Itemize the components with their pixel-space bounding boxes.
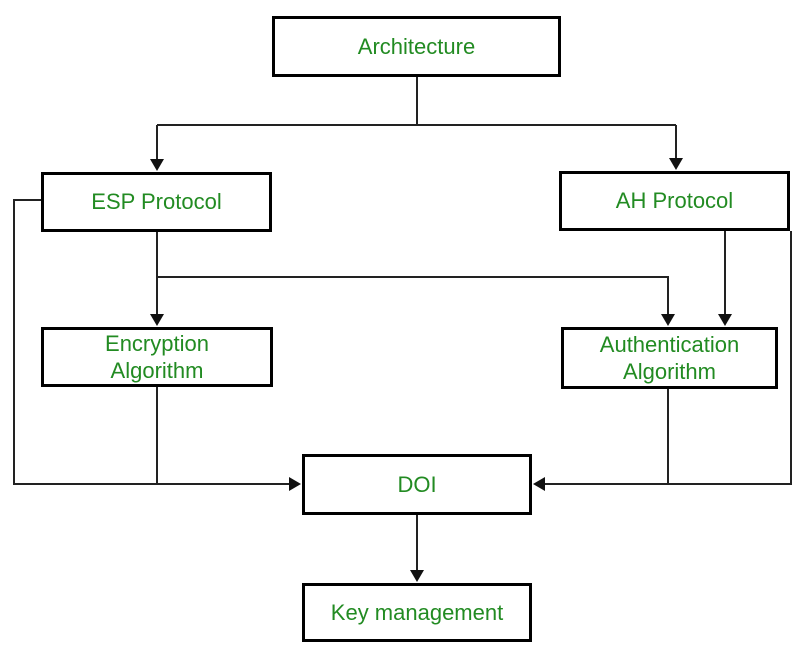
node-esp-protocol-label: ESP Protocol — [91, 189, 222, 215]
edge-esp-doi — [13, 199, 301, 491]
edge-esp-authentication — [157, 276, 675, 326]
edge-architecture-esp — [150, 125, 164, 171]
node-ah-protocol: AH Protocol — [559, 171, 790, 231]
node-encryption-algorithm-label: Encryption Algorithm — [105, 330, 209, 384]
node-encryption-algorithm: Encryption Algorithm — [41, 327, 273, 387]
node-authentication-algorithm: Authentication Algorithm — [561, 327, 778, 389]
node-architecture: Architecture — [272, 16, 561, 77]
edge-architecture-split — [157, 77, 676, 126]
node-key-management: Key management — [302, 583, 532, 642]
node-key-management-label: Key management — [330, 599, 504, 625]
node-architecture-label: Architecture — [357, 33, 476, 59]
edge-architecture-ah — [669, 125, 683, 170]
node-authentication-algorithm-label: Authentication Algorithm — [599, 331, 740, 385]
edge-ah-doi — [533, 231, 792, 491]
edge-esp-encryption — [150, 232, 164, 326]
edge-doi-key — [410, 515, 424, 582]
node-doi: DOI — [302, 454, 532, 515]
edge-ah-authentication — [718, 231, 732, 326]
node-esp-protocol: ESP Protocol — [41, 172, 272, 232]
node-doi-label: DOI — [397, 471, 437, 497]
node-ah-protocol-label: AH Protocol — [615, 188, 734, 214]
